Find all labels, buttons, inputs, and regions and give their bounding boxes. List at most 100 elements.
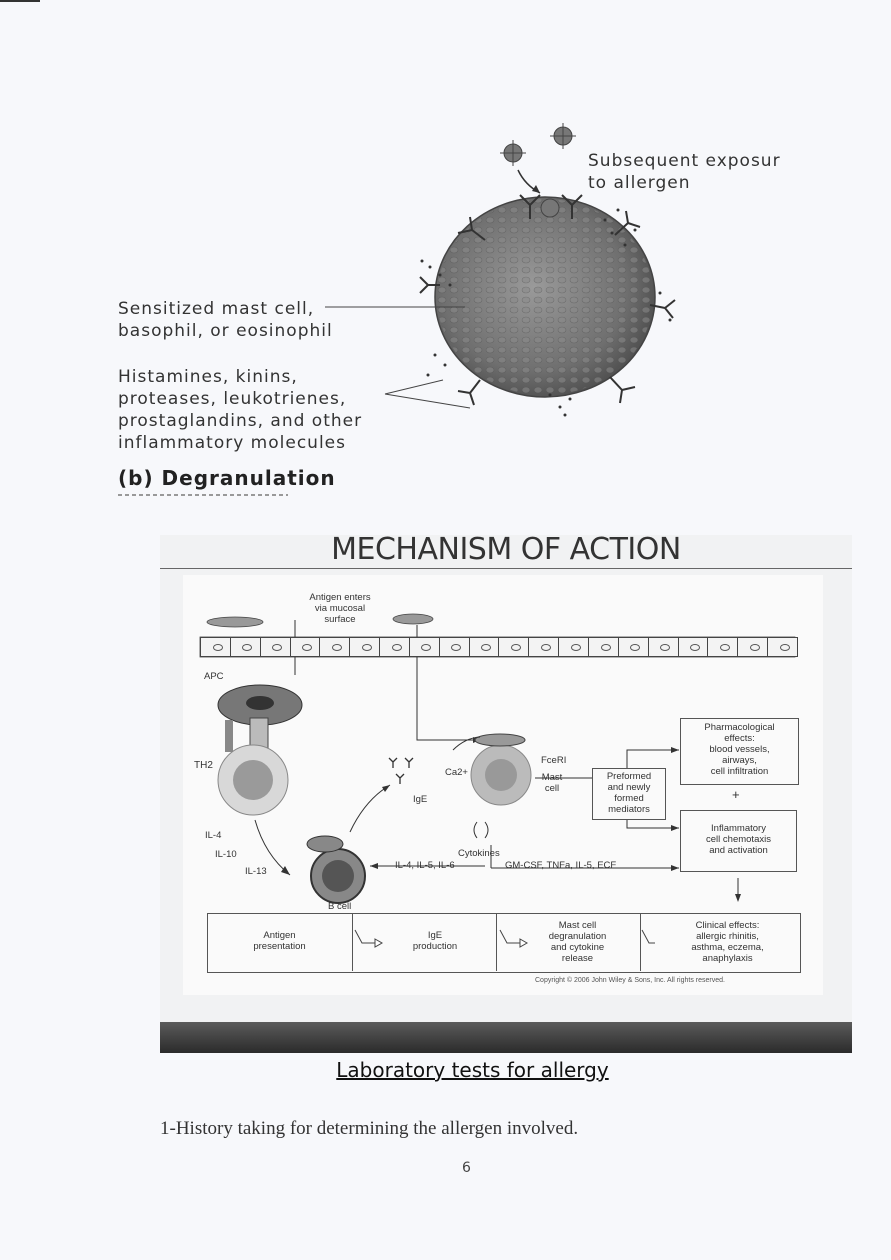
ca-label: Ca2+ bbox=[445, 767, 468, 778]
mediators-box: Preformed and newly formed mediators bbox=[592, 768, 666, 820]
antigen-enters-line2: via mucosal bbox=[314, 603, 366, 614]
epithelial-cell bbox=[647, 637, 679, 657]
epithelial-cell bbox=[200, 637, 231, 657]
b-cell-label: B cell bbox=[328, 901, 352, 912]
epithelial-nucleus bbox=[481, 644, 492, 651]
mediators-box-line1: Preformed bbox=[606, 771, 652, 782]
flow2-line1: IgE bbox=[427, 930, 443, 941]
flow4-line3: asthma, eczema, bbox=[691, 942, 764, 953]
flow1-line1: Antigen bbox=[263, 930, 296, 941]
page-number: 6 bbox=[462, 1160, 471, 1176]
epithelium bbox=[200, 637, 798, 657]
mediators-box-line2: and newly bbox=[607, 782, 651, 793]
epithelial-nucleus bbox=[510, 644, 521, 651]
mast-cell-label: Mast cell bbox=[532, 772, 572, 794]
epithelial-cell bbox=[438, 637, 470, 657]
il4-label: IL-4 bbox=[205, 830, 222, 841]
flow-step-4: Clinical effects: allergic rhinitis, ast… bbox=[660, 920, 795, 964]
sensitized-cell-label: Sensitized mast cell, basophil, or eosin… bbox=[118, 298, 333, 342]
epithelial-nucleus bbox=[540, 644, 551, 651]
mast-cell-line2: cell bbox=[544, 783, 560, 794]
cytokines-label: Cytokines bbox=[458, 848, 500, 859]
mediators-line3: prostaglandins, and other bbox=[118, 411, 363, 431]
epithelial-cell bbox=[379, 637, 410, 657]
epithelial-nucleus bbox=[421, 644, 432, 651]
epithelial-nucleus bbox=[302, 644, 313, 651]
il10-label: IL-10 bbox=[215, 849, 237, 860]
epithelial-nucleus bbox=[331, 644, 342, 651]
mast-cell-line1: Mast bbox=[541, 772, 563, 783]
pharm-line2: effects: bbox=[724, 733, 755, 744]
mediators-line4: inflammatory molecules bbox=[118, 433, 346, 453]
slide-title-rule bbox=[160, 568, 852, 569]
epithelial-nucleus bbox=[660, 644, 671, 651]
exposure-label: Subsequent exposur to allergen bbox=[588, 150, 888, 194]
cell-label-line1: Sensitized mast cell, bbox=[118, 299, 315, 319]
flow3-line4: release bbox=[561, 953, 594, 964]
flow3-line3: and cytokine bbox=[550, 942, 605, 953]
epithelial-cell bbox=[558, 637, 589, 657]
epithelial-cell bbox=[528, 637, 560, 657]
epithelial-nucleus bbox=[242, 644, 253, 651]
pharm-line3: blood vessels, bbox=[709, 744, 770, 755]
inflam-line3: and activation bbox=[709, 845, 768, 856]
pharm-line5: cell infiltration bbox=[710, 766, 769, 777]
mediators-line1: Histamines, kinins, bbox=[118, 367, 298, 387]
exposure-label-line2: to allergen bbox=[588, 173, 691, 193]
slide-footer-bar bbox=[160, 1022, 852, 1053]
mediators-box-line4: mediators bbox=[608, 804, 650, 815]
epithelial-cell bbox=[319, 637, 351, 657]
credit-line bbox=[118, 494, 288, 496]
epithelial-cell bbox=[408, 637, 440, 657]
pharm-line1: Pharmacological bbox=[704, 722, 775, 733]
epithelial-nucleus bbox=[361, 644, 372, 651]
epithelial-cell bbox=[349, 637, 381, 657]
epithelial-cell bbox=[587, 637, 619, 657]
flow-step-1: Antigen presentation bbox=[207, 930, 352, 952]
epithelial-nucleus bbox=[690, 644, 701, 651]
slide-title: MECHANISM OF ACTION bbox=[331, 532, 681, 567]
flow-step-2: IgE production bbox=[375, 930, 495, 952]
epithelial-nucleus bbox=[272, 644, 283, 651]
flow-arrows bbox=[354, 929, 655, 948]
epithelial-cell bbox=[767, 637, 798, 657]
exposure-label-line1: Subsequent exposur bbox=[588, 151, 781, 171]
epithelial-cell bbox=[677, 637, 709, 657]
pharmacological-box: Pharmacological effects: blood vessels, … bbox=[680, 718, 799, 785]
antigen-enters-label: Antigen enters via mucosal surface bbox=[280, 592, 400, 625]
section-heading: Laboratory tests for allergy bbox=[336, 1058, 609, 1082]
th2-label: TH2 bbox=[194, 760, 213, 771]
epithelial-cell bbox=[229, 637, 261, 657]
il13-label: IL-13 bbox=[245, 866, 267, 877]
mediators-box-line3: formed bbox=[614, 793, 644, 804]
epithelial-nucleus bbox=[749, 644, 760, 651]
cytokine-left-label: IL-4, IL-5, IL-6 bbox=[395, 860, 455, 871]
ige-label: IgE bbox=[413, 794, 428, 805]
inflammatory-box: Inflammatory cell chemotaxis and activat… bbox=[680, 810, 797, 872]
top-rule bbox=[0, 0, 40, 2]
epithelial-nucleus bbox=[779, 644, 790, 651]
epithelial-nucleus bbox=[391, 644, 402, 651]
mediators-line2: proteases, leukotrienes, bbox=[118, 389, 347, 409]
epithelial-cell bbox=[617, 637, 649, 657]
mediators-label: Histamines, kinins, proteases, leukotrie… bbox=[118, 366, 362, 454]
cell-label-line2: basophil, or eosinophil bbox=[118, 321, 333, 341]
epithelial-cell bbox=[289, 637, 321, 657]
flow3-line2: degranulation bbox=[548, 931, 607, 942]
flow-strip bbox=[207, 913, 801, 973]
epithelial-cell bbox=[259, 637, 291, 657]
epithelial-cell bbox=[498, 637, 530, 657]
antigen-enters-line1: Antigen enters bbox=[309, 592, 371, 603]
body-paragraph: 1-History taking for determining the all… bbox=[160, 1118, 579, 1139]
epithelial-nucleus bbox=[719, 644, 730, 651]
epithelial-nucleus bbox=[212, 644, 223, 651]
flow2-line2: production bbox=[412, 941, 458, 952]
epithelial-nucleus bbox=[630, 644, 641, 651]
copyright-text: Copyright © 2006 John Wiley & Sons, Inc.… bbox=[535, 977, 725, 984]
allergen-icon bbox=[500, 123, 576, 166]
cytokine-right-label: GM-CSF, TNFa, IL-5, ECF bbox=[505, 860, 617, 871]
flow4-line4: anaphylaxis bbox=[702, 953, 753, 964]
epithelial-nucleus bbox=[451, 644, 462, 651]
epithelial-cell bbox=[737, 637, 769, 657]
flow4-line1: Clinical effects: bbox=[695, 920, 760, 931]
